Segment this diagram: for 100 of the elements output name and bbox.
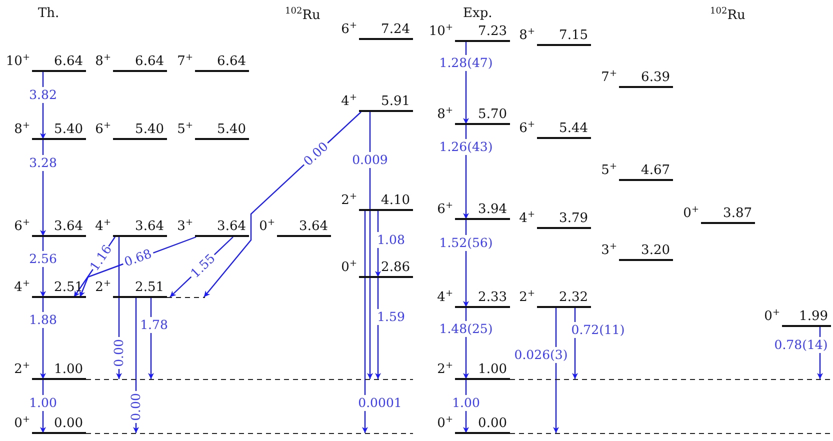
spin-parity-label: 0$^{+}$ [764,309,780,325]
energy-label: 0.00 [478,416,507,432]
energy-label: 2.32 [559,290,588,306]
spin-parity-label: 4$^{+}$ [341,94,357,110]
energy-label: 3.79 [559,211,588,227]
spin-parity-label: 0$^{+}$ [14,416,30,432]
energy-label: 1.00 [478,362,507,378]
spin-parity-label: 4$^{+}$ [519,211,535,227]
edge-label: 0.00 [112,339,126,367]
energy-label: 1.00 [54,362,83,378]
spin-parity-label: 0$^{+}$ [341,260,357,276]
transition-arrow [572,307,578,380]
spin-parity-label: 7$^{+}$ [601,70,617,86]
spin-parity-label: 7$^{+}$ [177,54,193,70]
transition-arrow [79,236,197,298]
energy-label: 6.64 [54,54,83,70]
spin-parity-label: 2$^{+}$ [341,193,357,209]
edge-label: 1.88 [29,313,57,327]
energy-label: 6.39 [641,70,670,86]
energy-label: 2.51 [135,280,164,296]
transition-arrow [463,379,469,434]
energy-label: 5.40 [135,122,164,138]
transition-arrow [203,111,362,298]
spin-parity-label: 4$^{+}$ [437,290,453,306]
spin-parity-label: 2$^{+}$ [14,362,30,378]
energy-label: 2.51 [54,280,83,296]
energy-label: 4.67 [641,163,670,179]
energy-label: 3.64 [217,219,246,235]
spin-parity-label: 6$^{+}$ [341,22,357,38]
transition-arrow [73,236,116,298]
energy-label: 3.64 [299,219,328,235]
energy-label: 1.99 [799,309,828,325]
spin-parity-label: 3$^{+}$ [601,243,617,259]
nucleus-label: $^{102}$Ru [285,8,320,23]
transition-arrow [817,326,823,380]
transition-arrow [375,210,381,278]
edge-label: 0.0001 [358,396,402,410]
transition-arrow [362,210,368,434]
spin-parity-label: 6$^{+}$ [14,219,30,235]
spin-parity-label: 8$^{+}$ [519,28,535,44]
transition-arrow [40,236,46,298]
transition-arrow [375,277,381,380]
energy-label: 5.44 [559,121,588,137]
energy-label: 5.70 [478,107,507,123]
spin-parity-label: 0$^{+}$ [683,206,699,222]
spin-parity-label: 10$^{+}$ [428,24,453,40]
transition-arrow [116,236,122,380]
spin-parity-label: 10$^{+}$ [6,54,30,70]
edge-label: 1.00 [29,396,57,410]
edge-label: 1.52(56) [439,236,493,250]
spin-parity-label: 0$^{+}$ [437,416,453,432]
energy-label: 6.64 [217,54,246,70]
transition-arrow [463,41,469,125]
energy-label: 3.64 [54,219,83,235]
energy-label: 0.00 [54,416,83,432]
spin-parity-label: 8$^{+}$ [14,122,30,138]
transition-arrow [169,236,234,298]
spin-parity-label: 8$^{+}$ [95,54,111,70]
edge-label: 3.82 [29,88,57,102]
spin-parity-label: 6$^{+}$ [437,202,453,218]
edge-label: 1.00 [452,396,480,410]
edge-label: 0.00 [129,393,143,421]
edge-label: 1.26(43) [439,140,493,154]
edge-label: 0.026(3) [514,348,568,362]
panel-title: Th. [38,6,60,21]
energy-label: 7.15 [559,28,588,44]
spin-parity-label: 4$^{+}$ [14,280,30,296]
spin-parity-label: 3$^{+}$ [177,219,193,235]
transition-arrow [40,139,46,237]
transition-arrow [463,124,469,220]
energy-label: 3.64 [135,219,164,235]
energy-label: 5.40 [217,122,246,138]
spin-parity-label: 6$^{+}$ [95,122,111,138]
spin-parity-label: 5$^{+}$ [177,122,193,138]
energy-label: 5.91 [381,94,410,110]
edge-label: 0.009 [352,153,388,167]
energy-label: 3.94 [478,202,507,218]
edge-label: 2.56 [29,252,57,266]
transition-arrow [133,297,139,434]
spin-parity-label: 6$^{+}$ [519,121,535,137]
energy-label: 3.87 [723,206,752,222]
energy-label: 6.64 [135,54,164,70]
energy-label: 7.23 [478,24,507,40]
energy-label: 5.40 [54,122,83,138]
transition-arrow [463,307,469,380]
spin-parity-label: 2$^{+}$ [437,362,453,378]
edge-label: 1.59 [377,310,405,324]
transition-arrow [40,71,46,140]
transition-arrow [40,379,46,434]
edge-label: 0.68 [122,246,154,270]
transition-arrow [40,297,46,380]
panel-title: Exp. [463,6,492,21]
edge-label: 1.78 [140,318,168,332]
transition-arrow [553,307,559,434]
transition-arrow [463,219,469,308]
edge-label: 0.72(11) [571,323,625,337]
spin-parity-label: 8$^{+}$ [437,107,453,123]
edge-label: 0.78(14) [774,338,828,352]
edge-label: 3.28 [29,156,57,170]
nucleus-label: $^{102}$Ru [710,8,746,23]
